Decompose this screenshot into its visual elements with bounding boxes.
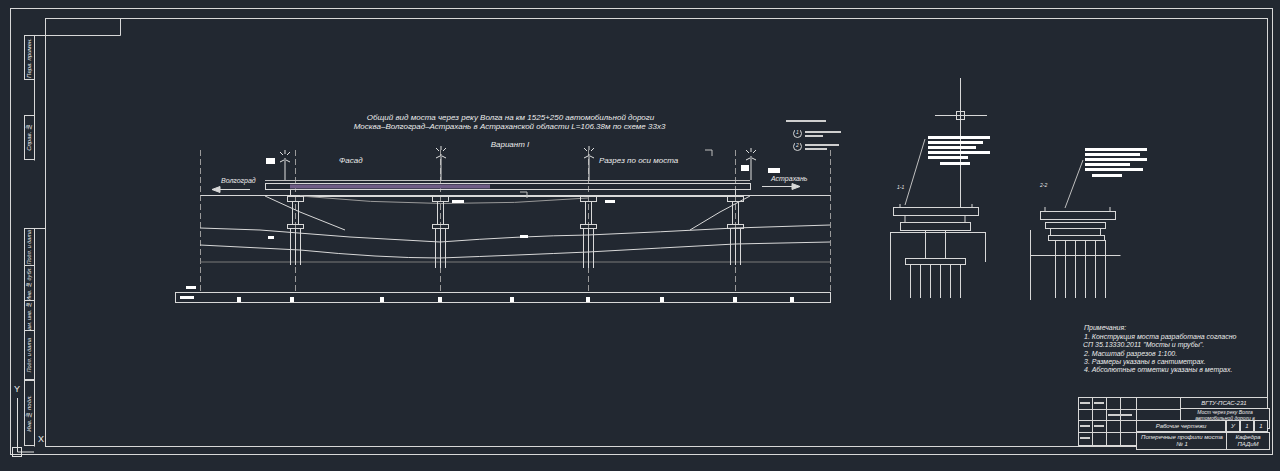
stamp-cell: Инв. № подл. — [24, 380, 35, 446]
stamp-cell: Перв. примен. — [24, 35, 35, 80]
cell-text: Поперечные профили моста № 1 — [1137, 434, 1227, 447]
stamp-cell: Инв. № дубл. — [24, 265, 35, 303]
section-label: 2-2 — [1039, 183, 1059, 189]
title-block-cell: 1 — [1254, 420, 1268, 432]
title-block-cell: 1 — [1240, 420, 1254, 432]
title-block-cell: Кафедра ПАДиМ — [1226, 432, 1270, 450]
variant-label: Вариант I — [470, 140, 550, 149]
cell-text: Рабочие чертежи — [1156, 423, 1207, 430]
label-text: 2-2 — [1039, 182, 1048, 188]
label-text: Вариант I — [490, 140, 531, 149]
notes-heading: Примечания: — [1083, 324, 1203, 332]
label-text: 2 — [795, 142, 800, 148]
cell-text: 1 — [1245, 423, 1248, 430]
note-text: 1. Конструкция моста разработана согласн… — [1083, 333, 1241, 349]
drawing-title: Общий вид моста через реку Волга на км 1… — [350, 113, 670, 131]
label-text: 4. Абсолютные отметки указаны в метрах. — [1083, 366, 1233, 373]
cell-text: Инв. № дубл. — [26, 267, 32, 301]
cell-text: Подп. и дата — [26, 338, 32, 372]
label-text: Астрахань — [770, 175, 808, 182]
label-text: 1-1 — [896, 184, 905, 190]
callout-number: 2 — [793, 143, 802, 149]
label-text: Волгоград — [220, 177, 257, 184]
cell-text: 1 — [1259, 423, 1262, 430]
label-text: 1 — [795, 129, 800, 135]
section-label: 1-1 — [896, 185, 916, 191]
label-text: Фасад — [338, 156, 364, 165]
label-text: 2. Масштаб разрезов 1:100. — [1083, 350, 1178, 357]
note-text: 3. Размеры указаны в сантиметрах. — [1083, 358, 1243, 366]
view-title: Фасад — [338, 156, 388, 165]
cell-text: ВГТУ-ПСАС-231 — [1201, 400, 1246, 407]
label-text: X — [37, 434, 45, 444]
cell-text: Справ. № — [26, 124, 33, 151]
axis-label: X — [37, 434, 49, 444]
title-block-cell: Рабочие чертежи — [1136, 420, 1226, 432]
stamp-cell: Подп. и дата — [24, 228, 35, 267]
label-text: Y — [13, 384, 21, 394]
label-text: 1. Конструкция моста разработана согласн… — [1083, 333, 1236, 348]
stamp-cell: Справ. № — [24, 115, 35, 160]
direction-label: Волгоград — [220, 177, 270, 185]
cell-text: Подп. и дата — [26, 230, 32, 264]
view-title: Разрез по оси моста — [598, 156, 708, 165]
label-text: 3. Размеры указаны в сантиметрах. — [1083, 358, 1207, 365]
title-block-cell: У — [1226, 420, 1240, 432]
cell-text: Кафедра ПАДиМ — [1227, 434, 1269, 447]
direction-label: Астрахань — [770, 175, 820, 183]
note-text: 2. Масштаб разрезов 1:100. — [1083, 350, 1243, 358]
stamp-cell: Подп. и дата — [24, 330, 35, 380]
cell-text: У — [1231, 423, 1235, 430]
note-text: 4. Абсолютные отметки указаны в метрах. — [1083, 366, 1253, 374]
title-block-cell: Поперечные профили моста № 1 — [1136, 432, 1228, 450]
axis-label: Y — [13, 384, 25, 394]
callout-number: 1 — [793, 130, 802, 136]
cell-text: Перв. примен. — [26, 38, 33, 78]
label-text: Примечания: — [1083, 324, 1127, 331]
cell-text: Инв. № подл. — [26, 395, 33, 432]
label-text: Разрез по оси моста — [598, 156, 679, 165]
